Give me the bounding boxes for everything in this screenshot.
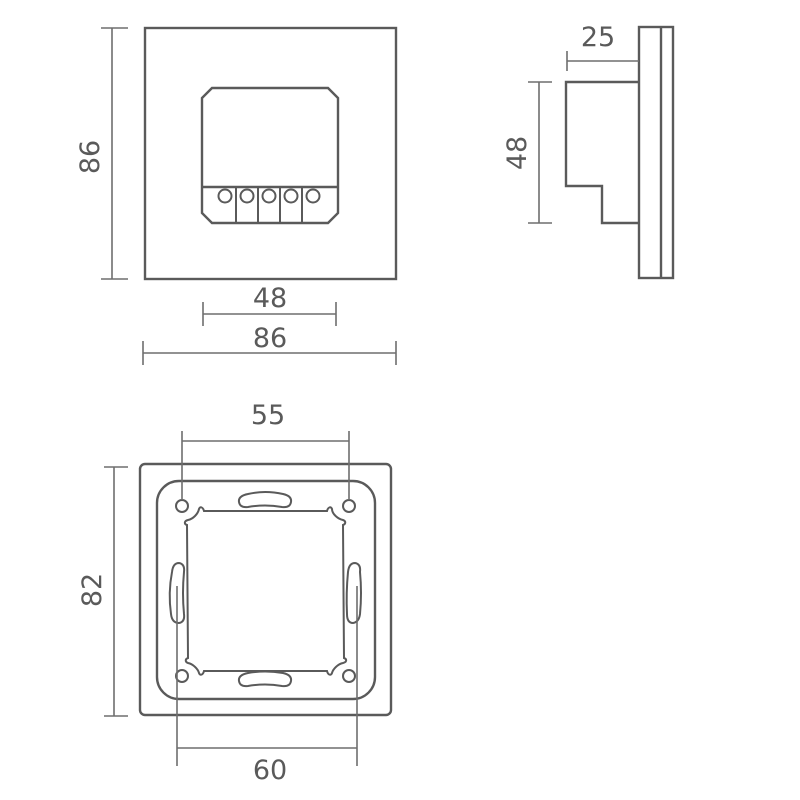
side-module-body (564, 80, 639, 225)
dim-front-height: 86 (75, 27, 128, 280)
mounting-hole-icon (175, 499, 189, 513)
side-plate (637, 25, 675, 280)
module-body (200, 86, 340, 225)
dim-depth: 25 (566, 22, 639, 71)
dim-front-width: 86 (142, 323, 397, 365)
mounting-hole-icon (342, 669, 356, 683)
dim-label-module-width: 48 (253, 283, 287, 314)
dim-module-width: 48 (202, 283, 337, 326)
dim-label-slot-spacing: 60 (253, 755, 287, 786)
slot-right (345, 561, 362, 625)
mounting-frame-view: 55 82 60 (77, 400, 393, 786)
mounting-hole-icon (342, 499, 356, 513)
dim-label-side-module-height: 48 (502, 136, 533, 170)
terminal-screw-icon (239, 188, 255, 204)
dim-label-front-height: 86 (75, 140, 106, 174)
terminal-screw-icon (217, 188, 233, 204)
mounting-hole-icon (175, 669, 189, 683)
slot-top (237, 491, 293, 509)
frame-outer (138, 462, 393, 717)
dim-label-hole-spacing: 55 (251, 400, 285, 431)
front-view: 86 48 86 (75, 26, 398, 365)
terminal-screw-icon (305, 188, 321, 204)
dim-slot-spacing: 60 (176, 586, 358, 786)
slot-left (168, 561, 186, 625)
dim-label-depth: 25 (581, 22, 615, 53)
side-view: 25 48 (502, 22, 675, 280)
front-plate (143, 26, 398, 281)
slot-bottom (237, 670, 293, 688)
dim-label-frame-height: 82 (77, 573, 108, 607)
dim-frame-height: 82 (77, 466, 128, 717)
dim-hole-spacing: 55 (181, 400, 350, 500)
frame-cutout (183, 506, 348, 676)
terminal-screw-icon (261, 188, 277, 204)
dim-label-front-width: 86 (253, 323, 287, 354)
terminal-block (217, 187, 321, 223)
terminal-screw-icon (283, 188, 299, 204)
dim-side-module-height: 48 (502, 81, 552, 224)
frame-inner (155, 479, 377, 701)
